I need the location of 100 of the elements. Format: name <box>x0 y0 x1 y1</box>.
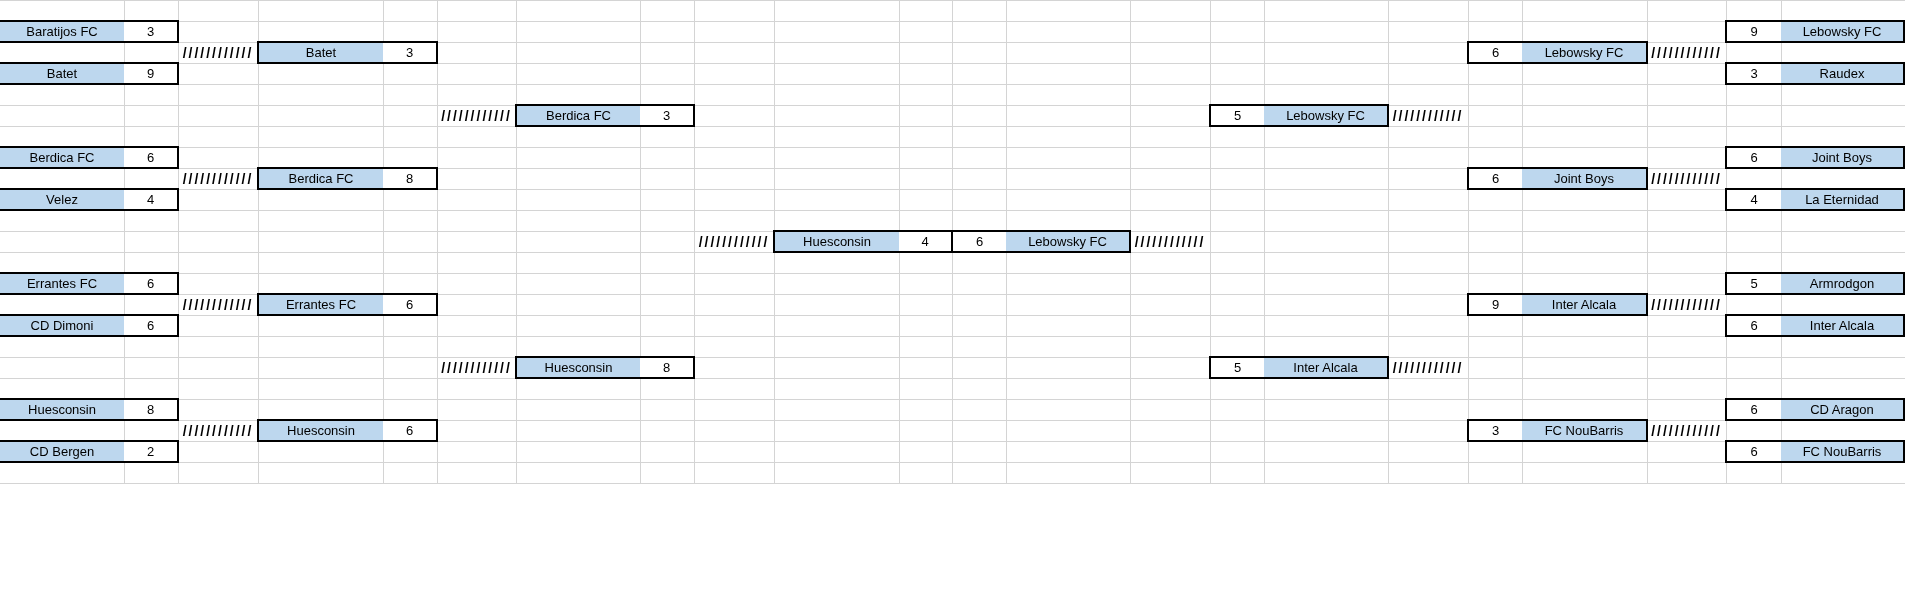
slash-marks: //////////// <box>441 108 512 124</box>
team-score-box <box>0 146 179 169</box>
team-name: Baratijos FC <box>0 22 124 41</box>
score: 6 <box>405 297 414 312</box>
slash-marks: //////////// <box>1392 360 1464 376</box>
team-name: Joint Boys <box>1522 169 1646 188</box>
score: 3 <box>405 45 414 60</box>
team-score-box <box>515 356 695 379</box>
slash-marks: //////////// <box>182 171 254 187</box>
team-score-box <box>515 104 695 127</box>
slash-marks: //////////// <box>1651 297 1722 313</box>
score: 6 <box>1750 318 1758 333</box>
slash-marks: //////////// <box>182 45 254 61</box>
team-name: Velez <box>0 190 124 209</box>
team-name: Huesconsin <box>517 358 640 377</box>
team-name: FC NouBarris <box>1522 421 1646 440</box>
team-name: Lebowsky FC <box>1264 106 1387 125</box>
slash-marks: //////////// <box>1651 423 1722 439</box>
team-score-box <box>1725 440 1905 463</box>
team-score-box <box>1725 272 1905 295</box>
score: 8 <box>405 171 414 186</box>
score: 9 <box>1750 24 1758 39</box>
team-name: Berdica FC <box>517 106 640 125</box>
team-name: Berdica FC <box>0 148 124 167</box>
team-name: Huesconsin <box>775 232 899 251</box>
team-score-box <box>0 20 179 43</box>
score: 8 <box>146 402 155 417</box>
team-name: Berdica FC <box>259 169 383 188</box>
team-score-box <box>1725 62 1905 85</box>
team-score-box <box>0 188 179 211</box>
team-score-box <box>1467 167 1648 190</box>
slash-marks: //////////// <box>1392 108 1464 124</box>
score: 5 <box>1750 276 1758 291</box>
team-score-box <box>1467 41 1648 64</box>
team-score-box <box>0 62 179 85</box>
team-score-box <box>0 314 179 337</box>
score: 3 <box>146 24 155 39</box>
team-score-box <box>1209 356 1389 379</box>
team-name: Lebowsky FC <box>1781 22 1903 41</box>
team-name: CD Bergen <box>0 442 124 461</box>
team-name: Lebowsky FC <box>1006 232 1129 251</box>
score: 2 <box>146 444 155 459</box>
slash-marks: //////////// <box>182 297 254 313</box>
team-name: Inter Alcala <box>1522 295 1646 314</box>
slash-marks: //////////// <box>1134 234 1206 250</box>
score: 6 <box>1750 150 1758 165</box>
team-score-box <box>0 440 179 463</box>
team-score-box <box>0 272 179 295</box>
score: 6 <box>1750 402 1758 417</box>
team-score-box <box>1725 314 1905 337</box>
team-name: Batet <box>0 64 124 83</box>
team-name: Raudex <box>1781 64 1903 83</box>
score: 6 <box>146 150 155 165</box>
team-name: La Eternidad <box>1781 190 1903 209</box>
team-score-box <box>1209 104 1389 127</box>
score: 4 <box>146 192 155 207</box>
team-score-box <box>257 293 438 316</box>
score: 8 <box>662 360 671 375</box>
team-name: Joint Boys <box>1781 148 1903 167</box>
score: 5 <box>1233 108 1242 123</box>
score: 9 <box>146 66 155 81</box>
slash-marks: //////////// <box>1651 45 1722 61</box>
team-name: Inter Alcala <box>1781 316 1903 335</box>
team-name: Inter Alcala <box>1264 358 1387 377</box>
score: 3 <box>662 108 671 123</box>
team-score-box <box>1467 293 1648 316</box>
score: 5 <box>1233 360 1242 375</box>
team-score-box <box>257 419 438 442</box>
score: 6 <box>975 234 984 249</box>
slash-marks: //////////// <box>1651 171 1722 187</box>
score: 3 <box>1750 66 1758 81</box>
slash-marks: //////////// <box>182 423 254 439</box>
slash-marks: //////////// <box>441 360 512 376</box>
team-name: FC NouBarris <box>1781 442 1903 461</box>
team-name: Huesconsin <box>259 421 383 440</box>
team-name: Armrodgon <box>1781 274 1903 293</box>
team-name: Errantes FC <box>0 274 124 293</box>
score: 6 <box>146 276 155 291</box>
slash-marks: //////////// <box>698 234 770 250</box>
team-name: CD Dimoni <box>0 316 124 335</box>
score: 9 <box>1491 297 1500 312</box>
score: 3 <box>1491 423 1500 438</box>
score: 4 <box>921 234 929 249</box>
team-score-box <box>1725 398 1905 421</box>
team-score-box <box>257 167 438 190</box>
score: 6 <box>1491 171 1500 186</box>
team-score-box <box>1725 146 1905 169</box>
score: 6 <box>1491 45 1500 60</box>
team-score-box <box>773 230 953 253</box>
score: 6 <box>146 318 155 333</box>
score: 4 <box>1750 192 1758 207</box>
team-name: Lebowsky FC <box>1522 43 1646 62</box>
team-name: CD Aragon <box>1781 400 1903 419</box>
team-name: Huesconsin <box>0 400 124 419</box>
team-name: Errantes FC <box>259 295 383 314</box>
score: 6 <box>1750 444 1758 459</box>
team-score-box <box>257 41 438 64</box>
score: 6 <box>405 423 414 438</box>
team-score-box <box>0 398 179 421</box>
team-name: Batet <box>259 43 383 62</box>
